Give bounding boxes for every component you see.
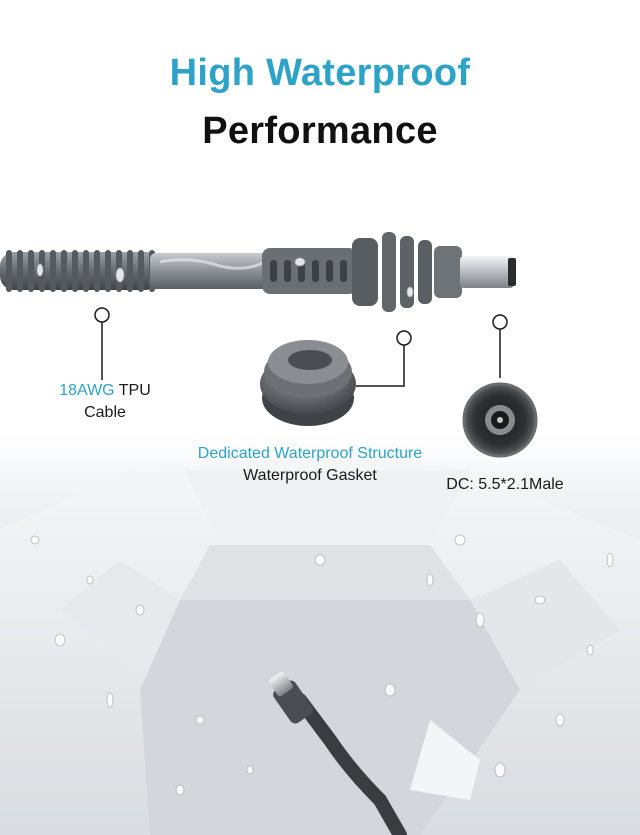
cable-callout: 18AWG TPU Cable — [40, 380, 170, 424]
cable-spec-text: TPU — [114, 382, 151, 399]
gasket-marker — [396, 330, 412, 346]
gasket-spec-highlight: Dedicated Waterproof Structure — [197, 445, 423, 462]
water-droplets — [30, 257, 614, 796]
page-title-highlight: High Waterproof — [169, 52, 471, 94]
dc-plug-end-icon — [462, 382, 538, 458]
gasket-spec-text: Waterproof Gasket — [243, 467, 377, 484]
connector-spec-text: DC: 5.5*2.1Male — [446, 476, 564, 493]
rubber-gasket-icon — [260, 340, 356, 426]
callout-leaders — [94, 307, 508, 387]
page-title: Performance — [202, 110, 438, 152]
corrugated-cable-icon — [0, 232, 516, 312]
cable-marker — [94, 307, 110, 323]
cable-spec-line2: Cable — [84, 404, 126, 421]
cable-spec-highlight: 18AWG — [59, 382, 115, 399]
connector-callout: DC: 5.5*2.1Male — [420, 474, 590, 496]
gasket-callout: Dedicated Waterproof Structure Waterproo… — [160, 443, 460, 487]
connector-marker — [492, 314, 508, 330]
waterproof-housing — [0, 455, 640, 835]
gasket-leader — [356, 345, 405, 387]
